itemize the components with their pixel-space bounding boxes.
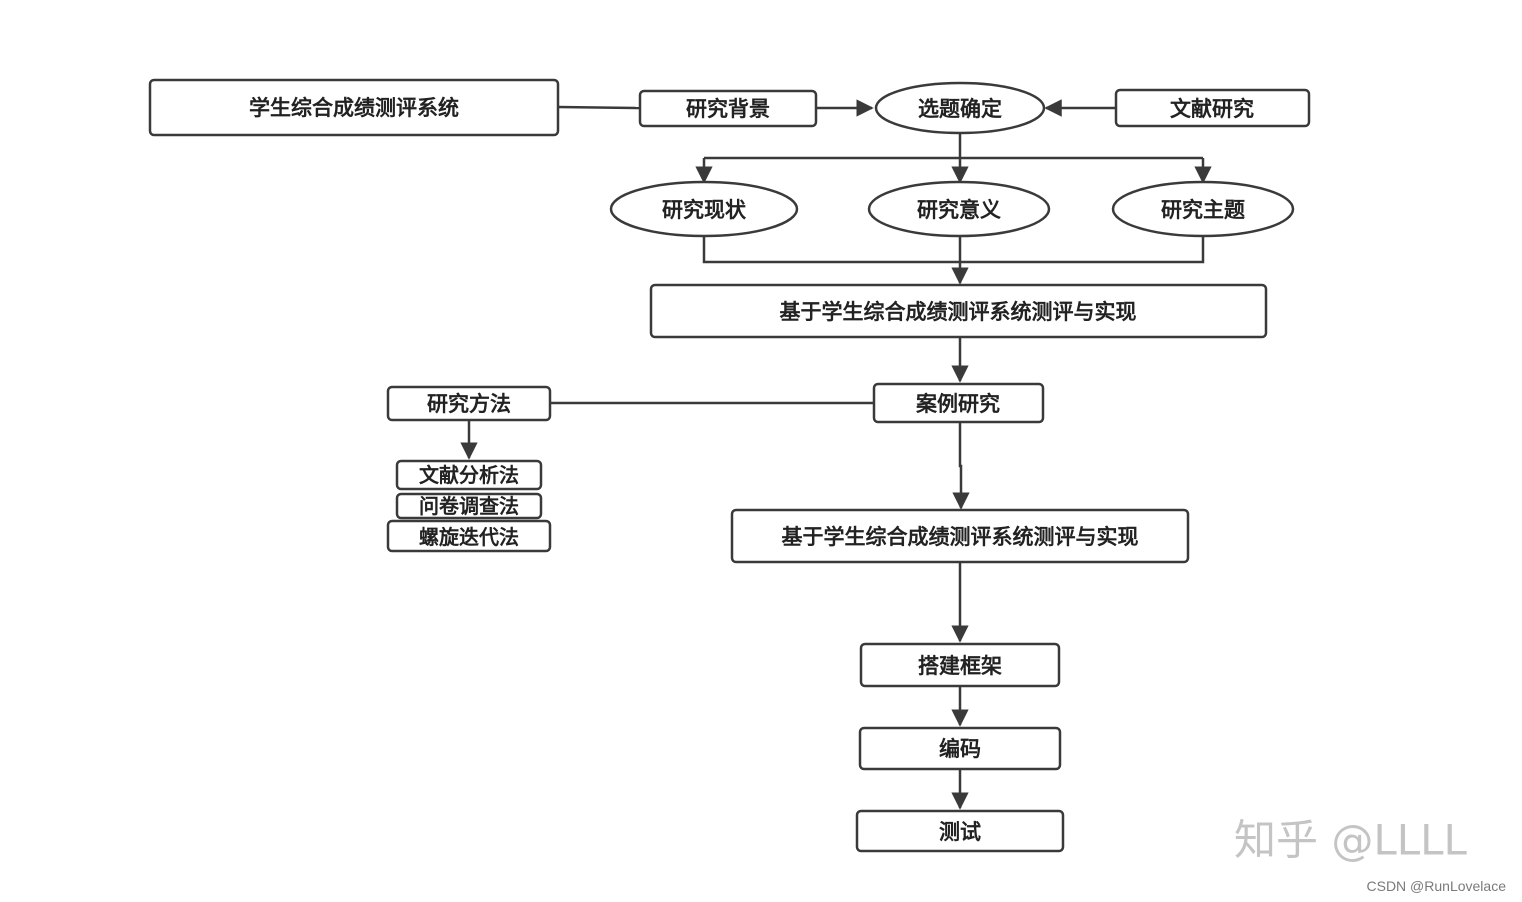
node-research-background-label: 研究背景: [686, 97, 770, 121]
node-method-literature-analysis-label: 文献分析法: [419, 463, 519, 487]
edge-status-down: [702, 236, 1205, 264]
node-system-title: 学生综合成绩测评系统: [148, 78, 560, 137]
edges: [460, 99, 1212, 810]
node-method-questionnaire: 问卷调查法: [395, 492, 543, 520]
node-method-literature-analysis: 文献分析法: [395, 459, 543, 491]
node-implementation-2-label: 基于学生综合成绩测评系统测评与实现: [782, 525, 1139, 549]
node-literature-research: 文献研究: [1114, 88, 1311, 128]
node-build-framework: 搭建框架: [859, 642, 1061, 688]
node-implementation-1-label: 基于学生综合成绩测评系统测评与实现: [780, 300, 1137, 324]
node-topic-selection-label: 选题确定: [918, 97, 1002, 121]
node-research-methods: 研究方法: [386, 385, 552, 422]
watermark-zhihu: 知乎 @LLLL: [1234, 816, 1468, 865]
node-implementation-1: 基于学生综合成绩测评系统测评与实现: [649, 283, 1268, 339]
node-method-spiral-iteration: 螺旋迭代法: [386, 519, 552, 553]
edge-case-to-impl2: [952, 422, 970, 510]
node-literature-research-label: 文献研究: [1170, 97, 1254, 121]
node-topic-selection: 选题确定: [874, 81, 1046, 135]
node-implementation-2: 基于学生综合成绩测评系统测评与实现: [730, 508, 1190, 564]
node-research-theme: 研究主题: [1111, 180, 1295, 238]
node-research-significance: 研究意义: [867, 180, 1051, 238]
node-research-background: 研究背景: [638, 89, 818, 128]
edge-system-to-background: [557, 105, 641, 110]
node-research-status: 研究现状: [609, 180, 799, 238]
node-testing: 测试: [855, 809, 1065, 853]
node-research-methods-label: 研究方法: [427, 392, 511, 416]
node-case-study: 案例研究: [872, 382, 1045, 424]
node-testing-label: 测试: [939, 820, 981, 844]
node-research-theme-label: 研究主题: [1161, 198, 1246, 222]
node-method-spiral-iteration-label: 螺旋迭代法: [419, 525, 519, 549]
node-system-title-label: 学生综合成绩测评系统: [249, 96, 459, 120]
node-research-status-label: 研究现状: [662, 198, 747, 222]
node-research-significance-label: 研究意义: [917, 198, 1001, 222]
node-build-framework-label: 搭建框架: [918, 654, 1002, 678]
node-method-questionnaire-label: 问卷调查法: [419, 494, 519, 518]
node-coding-label: 编码: [939, 737, 981, 761]
node-coding: 编码: [858, 726, 1062, 771]
watermark-csdn-credit: CSDN @RunLovelace: [1367, 878, 1507, 894]
node-case-study-label: 案例研究: [915, 392, 1000, 416]
